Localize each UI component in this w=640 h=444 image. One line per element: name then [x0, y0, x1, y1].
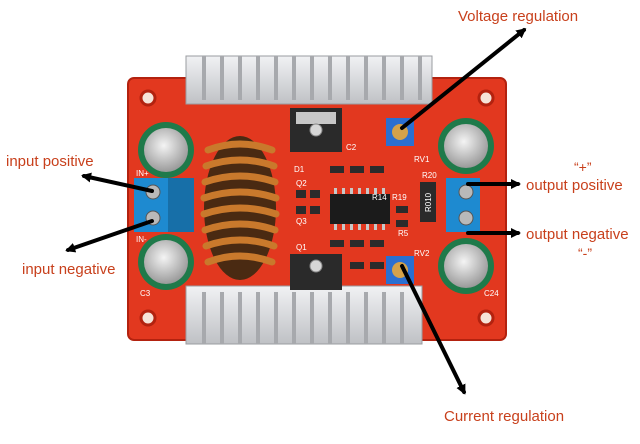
- marking-r14: R14: [372, 193, 387, 202]
- marking-in-plus: IN+: [136, 169, 149, 178]
- marking-r5: R5: [398, 229, 409, 238]
- label-input-positive: input positive: [6, 153, 94, 170]
- marking-in-minus: IN-: [136, 235, 147, 244]
- capacitor-top-right: [438, 118, 494, 174]
- marking-q1: Q1: [296, 243, 307, 252]
- capacitor-top-left: [138, 122, 194, 178]
- marking-c2: C2: [346, 143, 357, 152]
- label-output-positive: output positive: [526, 177, 623, 194]
- output-terminal-block: [446, 178, 480, 232]
- capacitor-bottom-left: [138, 234, 194, 290]
- mounting-holes: [139, 89, 495, 327]
- marking-c24: C24: [484, 289, 499, 298]
- marking-r010: R010: [424, 192, 433, 212]
- marking-rv1: RV1: [414, 155, 430, 164]
- label-input-negative: input negative: [22, 261, 116, 278]
- inductor-coil: [200, 136, 280, 280]
- label-output-negative: output negative: [526, 226, 629, 243]
- smd-components: [296, 166, 408, 269]
- current-regulation-arrow: [400, 264, 466, 395]
- label-minus-sign: “-”: [578, 245, 592, 261]
- capacitor-bottom-right: [438, 238, 494, 294]
- bottom-heatsink: [185, 285, 423, 345]
- marking-rv2: RV2: [414, 249, 430, 258]
- mosfet-top: [290, 108, 342, 152]
- marking-r20: R20: [422, 171, 437, 180]
- top-heatsink: [185, 55, 433, 105]
- input-negative-arrow: [65, 219, 154, 253]
- marking-q3: Q3: [296, 217, 307, 226]
- mosfet-bottom: [290, 254, 342, 290]
- marking-d1: D1: [294, 165, 305, 174]
- marking-r19: R19: [392, 193, 407, 202]
- marking-q2: Q2: [296, 179, 307, 188]
- label-current-regulation: Current regulation: [444, 408, 565, 425]
- shunt-resistor: [420, 182, 436, 222]
- label-plus-sign: “+”: [574, 159, 592, 175]
- label-voltage-regulation: Voltage regulation: [458, 8, 579, 25]
- control-ic: [330, 188, 390, 230]
- marking-c3: C3: [140, 289, 151, 298]
- input-positive-arrow: [81, 172, 154, 193]
- voltage-regulation-arrow: [400, 28, 527, 130]
